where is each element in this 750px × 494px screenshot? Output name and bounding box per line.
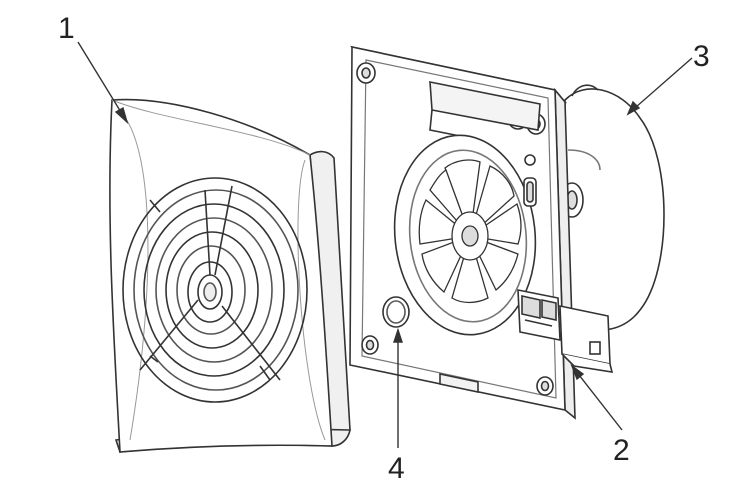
grille (122, 177, 308, 403)
impeller (418, 159, 522, 304)
callout-label-2: 2 (613, 434, 630, 467)
callout-label-4: 4 (388, 452, 405, 485)
mounting-hole (382, 296, 410, 328)
corner-boss (536, 376, 554, 396)
base-plate (349, 45, 614, 420)
front-panel (109, 98, 351, 453)
leader-lines (77, 41, 693, 448)
motor-housing (559, 84, 665, 331)
callout-label-1: 1 (58, 12, 75, 45)
callout-label-3: 3 (693, 40, 710, 73)
terminal-block (517, 289, 614, 373)
corner-boss (356, 62, 376, 84)
corner-boss (361, 335, 379, 355)
